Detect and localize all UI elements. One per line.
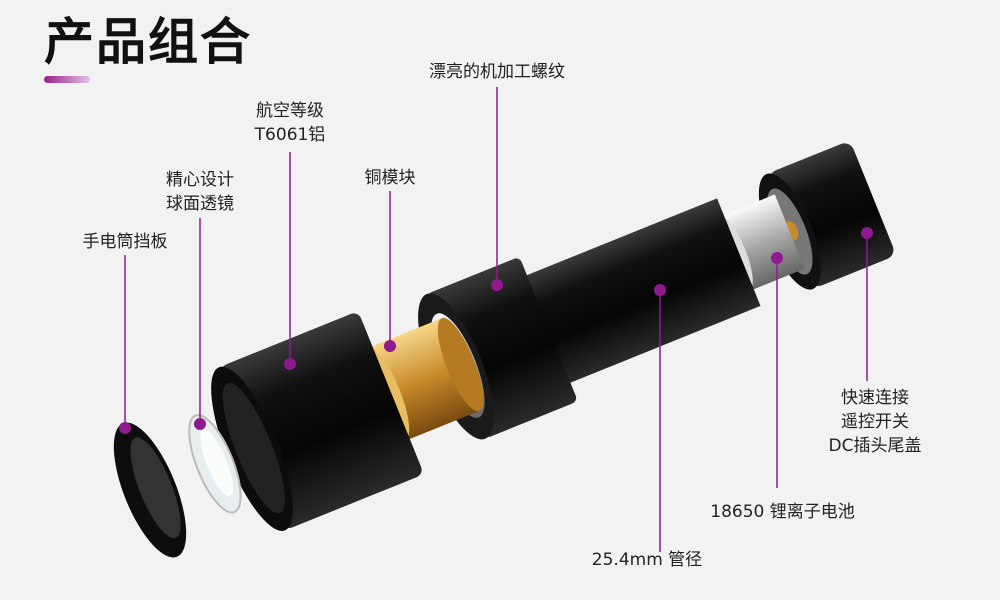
callout-text: 遥控开关 [841, 412, 909, 432]
callout-text: 铜模块 [364, 168, 416, 188]
callout-dot [654, 284, 666, 296]
callout-aluminum: 航空等级 T6061铝 [230, 99, 350, 147]
callout-dot [861, 227, 873, 239]
callout-tailcap: 快速连接 遥控开关 DC插头尾盖 [815, 386, 935, 458]
callout-dot [284, 358, 296, 370]
lens [188, 414, 242, 514]
bezel-ring [113, 422, 187, 558]
callout-text: 手电筒挡板 [82, 232, 168, 252]
head-cylinder [211, 313, 422, 531]
callout-battery: 18650 锂离子电池 [695, 500, 870, 524]
callout-tube: 25.4mm 管径 [577, 548, 717, 572]
callout-dot [384, 340, 396, 352]
callout-text: 18650 锂离子电池 [710, 502, 855, 522]
callout-text: 精心设计 [166, 170, 234, 190]
title-underline [44, 76, 90, 83]
callout-text: 球面透镜 [166, 194, 234, 214]
page-title: 产品组合 [44, 13, 252, 71]
callout-dot [491, 279, 503, 291]
callout-copper: 铜模块 [330, 166, 450, 190]
callout-thread: 漂亮的机加工螺纹 [407, 60, 587, 84]
callout-text: 25.4mm 管径 [591, 550, 703, 570]
callout-text: DC插头尾盖 [828, 436, 922, 456]
callout-text: 航空等级 [256, 101, 324, 121]
callout-lens: 精心设计 球面透镜 [140, 168, 260, 216]
callout-dot [194, 418, 206, 430]
callout-text: T6061铝 [254, 125, 326, 145]
callout-dot [771, 252, 783, 264]
callout-dot [119, 422, 131, 434]
callout-bezel: 手电筒挡板 [65, 230, 185, 254]
callout-text: 漂亮的机加工螺纹 [429, 62, 565, 82]
callout-text: 快速连接 [841, 388, 909, 408]
